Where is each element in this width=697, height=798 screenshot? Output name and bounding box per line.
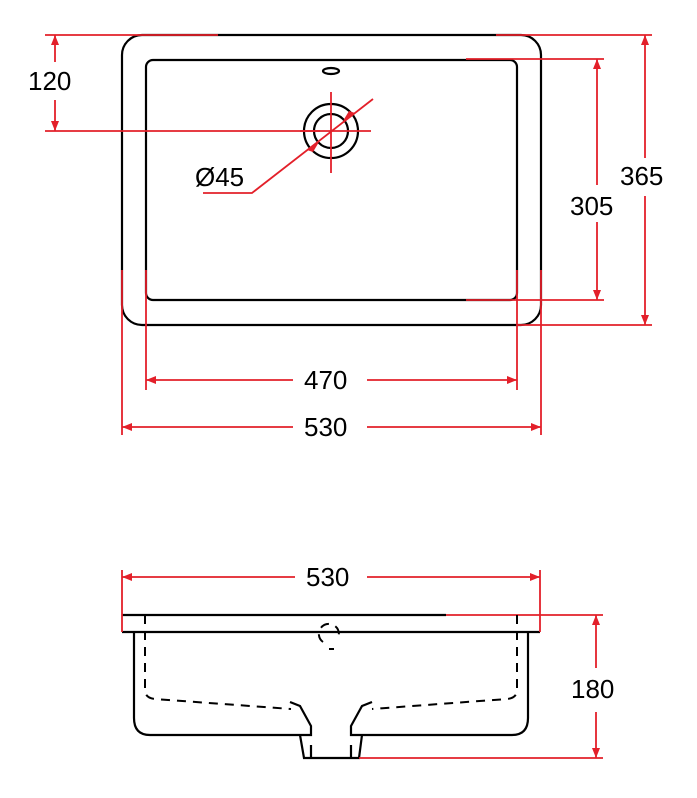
dim-inner-width-label: 470 [304, 365, 347, 395]
inner-bowl [144, 58, 519, 302]
dim-drain-diameter-label: Ø45 [195, 162, 244, 192]
top-view: 120 Ø45 365 305 470 530 [28, 33, 663, 442]
side-dim-outer-width-label: 530 [306, 562, 349, 592]
dim-outer-width-label: 530 [304, 412, 347, 442]
dim-drain-offset-label: 120 [28, 66, 71, 96]
overflow-hole [321, 66, 341, 76]
drain-outlet [298, 734, 364, 760]
outer-rim [120, 33, 543, 327]
side-view: 530 180 [121, 562, 614, 760]
dim-inner-depth-label: 305 [570, 191, 613, 221]
dim-height-label: 180 [571, 674, 614, 704]
dim-outer-depth-label: 365 [620, 161, 663, 191]
hidden-inner-bowl [144, 615, 518, 710]
bowl-outline [132, 632, 530, 737]
